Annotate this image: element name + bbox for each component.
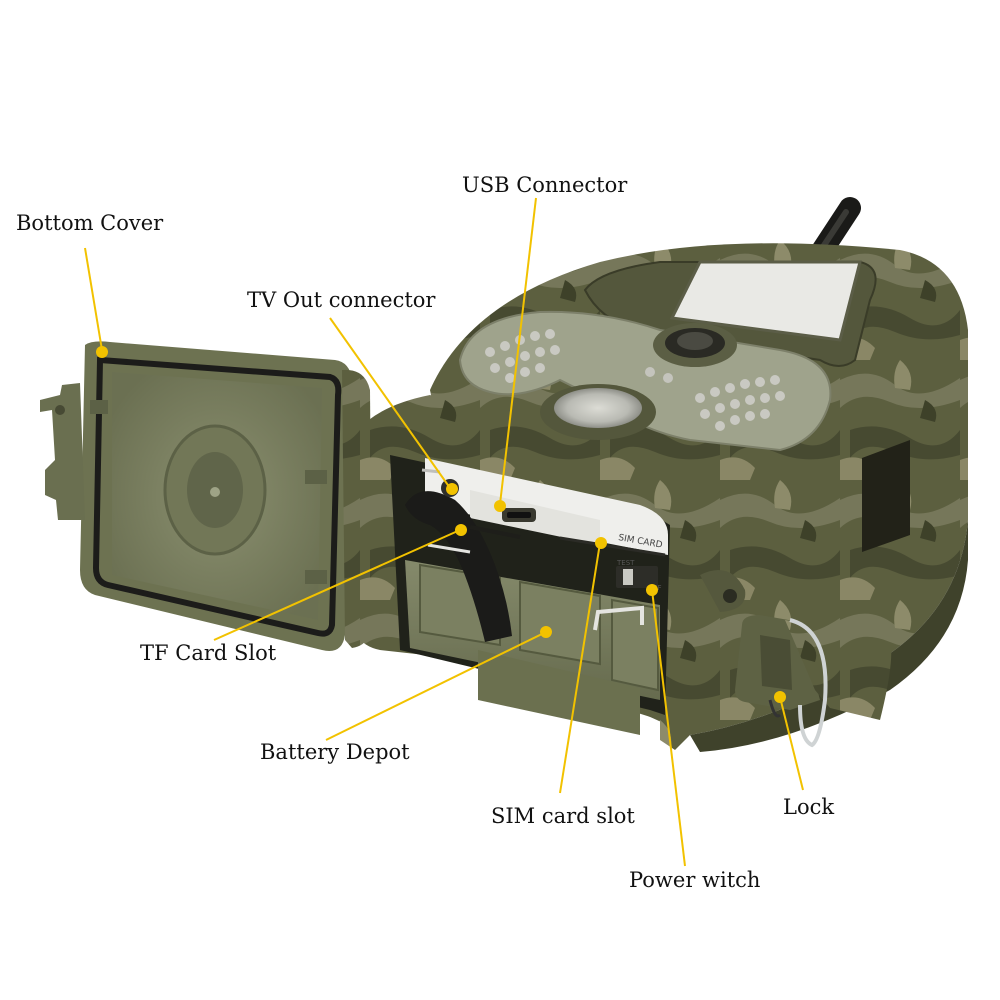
- label-tf-card-slot: TF Card Slot: [140, 641, 277, 665]
- label-lock: Lock: [783, 795, 835, 819]
- callout-dot-power: [646, 584, 658, 596]
- velcro-strap: [405, 491, 512, 642]
- callout-line-tf: [213, 529, 461, 641]
- callout-line-usb: [499, 197, 537, 505]
- callout-dot-lock: [774, 691, 786, 703]
- callout-dots: [96, 346, 786, 703]
- label-sim-card-slot: SIM card slot: [491, 804, 635, 828]
- lock-latch: [735, 615, 892, 748]
- callout-dot-battery: [540, 626, 552, 638]
- battery-clips: [427, 543, 644, 631]
- label-battery-depot: Battery Depot: [260, 740, 410, 764]
- callout-line-tv: [329, 317, 451, 489]
- callout-dot-tv: [446, 483, 458, 495]
- usb-port: [502, 508, 536, 522]
- callout-dot-tf: [455, 524, 467, 536]
- label-tv-out-connector: TV Out connector: [247, 288, 436, 312]
- bottom-cover: [40, 341, 372, 651]
- callout-dot-usb: [494, 500, 506, 512]
- callout-dot-bottom-cover: [96, 346, 108, 358]
- callout-line-sim: [559, 542, 601, 794]
- callout-line-battery: [325, 631, 547, 741]
- label-bottom-cover: Bottom Cover: [16, 211, 164, 235]
- label-usb-connector: USB Connector: [462, 173, 628, 197]
- tf-card-slot: [469, 525, 521, 539]
- callout-dot-sim: [595, 537, 607, 549]
- callout-line-bottom-cover: [84, 247, 103, 351]
- callout-lines: [84, 197, 804, 867]
- callout-line-power: [651, 589, 686, 867]
- label-power-switch: Power witch: [629, 868, 761, 892]
- callout-line-lock: [779, 696, 804, 791]
- svg-text:TEST: TEST: [616, 559, 635, 567]
